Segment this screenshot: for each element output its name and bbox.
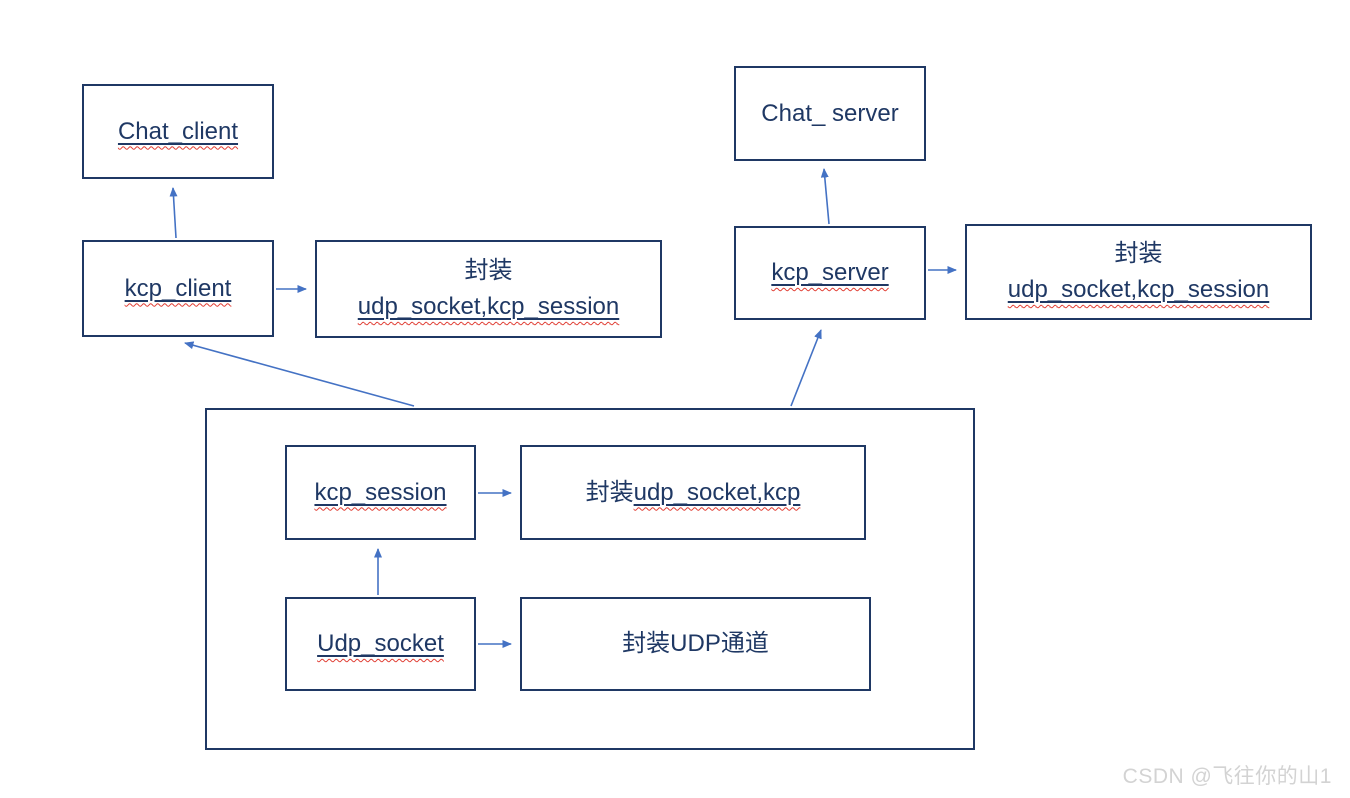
kcp-server-label: kcp_server (771, 259, 889, 286)
client-encapsulation-line2: udp_socket,kcp_session (357, 293, 620, 320)
kcp-session-encapsulation-label: 封装udp_socket,kcp (586, 475, 801, 511)
kcp-session-label: kcp_session (314, 478, 447, 506)
udp-channel-encapsulation-box: 封装UDP通道 (520, 597, 871, 691)
server-encapsulation-box: 封装 udp_socket,kcp_session (965, 224, 1312, 320)
kcp-client-box: kcp_client (82, 240, 274, 337)
kcp-session-encapsulation-box: 封装udp_socket,kcp (520, 445, 866, 540)
kcp-core-container-box (205, 408, 975, 750)
kcp-session-encapsulation-prefix: 封装 (585, 478, 634, 506)
udp-socket-label: Udp_socket (317, 630, 444, 657)
arrow-core-to-kcp-server (790, 329, 822, 407)
chat-client-label: Chat_client (117, 117, 239, 145)
kcp-session-encapsulation-code: udp_socket,kcp (633, 478, 801, 506)
chat-server-box: Chat_ server (734, 66, 926, 161)
kcp-session-box: kcp_session (285, 445, 476, 540)
arrow-core-to-kcp-client (184, 341, 415, 407)
kcp-client-label: kcp_client (124, 274, 232, 302)
arrow-kcp-server-to-chat-server (820, 168, 830, 225)
client-encapsulation-line1: 封装 (464, 257, 513, 284)
kcp-server-box: kcp_server (734, 226, 926, 320)
chat-client-box: Chat_client (82, 84, 274, 179)
client-encapsulation-box: 封装 udp_socket,kcp_session (315, 240, 662, 338)
udp-channel-encapsulation-label: 封装UDP通道 (622, 630, 769, 657)
udp-socket-box: Udp_socket (285, 597, 476, 691)
arrow-kcp-client-to-chat-client (169, 187, 178, 239)
server-encapsulation-line1: 封装 (1114, 240, 1163, 267)
chat-server-label: Chat_ server (761, 99, 899, 127)
csdn-watermark: CSDN @飞往你的山1 (1122, 765, 1332, 788)
server-encapsulation-line2: udp_socket,kcp_session (1007, 276, 1270, 303)
